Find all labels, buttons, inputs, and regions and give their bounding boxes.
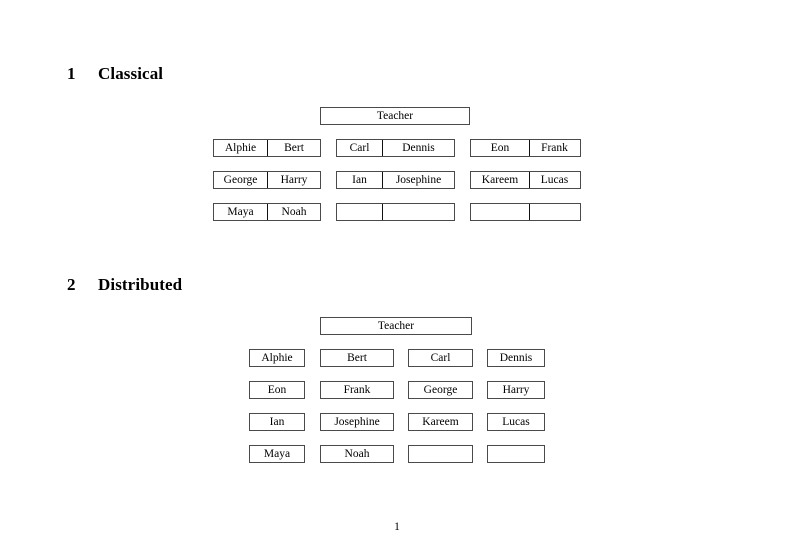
table-row: Maya Noah [213,203,321,221]
table-row [470,203,581,221]
page-number: 1 [394,521,400,533]
table-row: Alphie Bert [213,139,321,157]
name-cell-empty [337,204,382,220]
section-heading-distributed: 2 Distributed [67,275,182,295]
name-box: Noah [320,445,394,463]
name-cell: Harry [267,172,320,188]
table-row: Carl Dennis [336,139,455,157]
name-box: Kareem [408,413,473,431]
table-row: Kareem Lucas [470,171,581,189]
name-cell: Bert [267,140,320,156]
name-cell: Josephine [382,172,454,188]
name-box: Harry [487,381,545,399]
section-heading-classical: 1 Classical [67,64,163,84]
table-row: George Harry [213,171,321,189]
name-cell: Alphie [214,140,267,156]
name-box: Carl [408,349,473,367]
teacher-box-distributed: Teacher [320,317,472,335]
name-cell: Frank [529,140,579,156]
name-box-empty [487,445,545,463]
name-cell: George [214,172,267,188]
section-number: 2 [67,275,76,294]
section-title: Classical [98,64,164,83]
name-cell: Dennis [382,140,454,156]
name-box: Frank [320,381,394,399]
section-title: Distributed [98,275,183,294]
name-box: Alphie [249,349,305,367]
name-box-empty [408,445,473,463]
name-cell: Noah [267,204,320,220]
name-cell-empty [471,204,529,220]
name-cell-empty [529,204,579,220]
name-cell: Carl [337,140,382,156]
name-cell: Eon [471,140,529,156]
table-row: Eon Frank [470,139,581,157]
name-cell: Maya [214,204,267,220]
name-cell-empty [382,204,454,220]
name-box: Ian [249,413,305,431]
name-box: Eon [249,381,305,399]
table-row [336,203,455,221]
name-box: Maya [249,445,305,463]
name-box: Lucas [487,413,545,431]
teacher-box-classical: Teacher [320,107,470,125]
section-number: 1 [67,64,76,83]
name-box: Dennis [487,349,545,367]
name-cell: Lucas [529,172,579,188]
name-box: Josephine [320,413,394,431]
name-box: Bert [320,349,394,367]
name-cell: Ian [337,172,382,188]
name-cell: Kareem [471,172,529,188]
name-box: George [408,381,473,399]
table-row: Ian Josephine [336,171,455,189]
